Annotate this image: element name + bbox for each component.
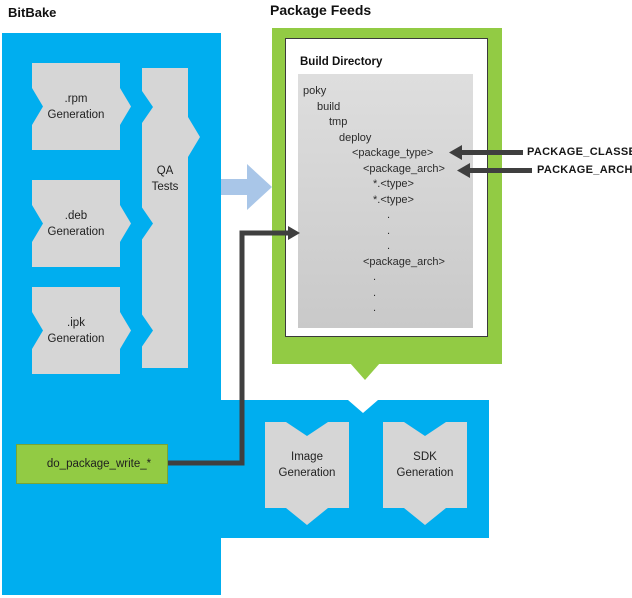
rpm-generation-line1: .rpm: [64, 92, 88, 105]
rpm-generation-line2: Generation: [47, 108, 105, 121]
directory-entry: poky: [303, 85, 327, 97]
directory-entry: <package_arch>: [363, 162, 445, 175]
qa-tests-line2: Tests: [151, 181, 179, 193]
directory-entry: deploy: [339, 131, 372, 144]
qa-tests-label: QA Tests: [142, 162, 188, 196]
directory-entry: .: [373, 302, 377, 314]
package-feeds-title: Package Feeds: [270, 2, 372, 18]
image-generation-line2: Generation: [278, 467, 336, 479]
flow-arrow-icon: [221, 164, 272, 210]
directory-entry: .: [387, 224, 391, 237]
directory-entry: *.<type>: [373, 193, 414, 206]
task-to-feed-arrow: [168, 230, 288, 466]
task-to-feed-arrowhead-icon: [288, 226, 300, 240]
ipk-generation-line1: .ipk: [67, 316, 85, 329]
rpm-generation-shape: [32, 63, 131, 150]
bitbake-title: BitBake: [8, 5, 57, 20]
build-directory-label: Build Directory: [300, 56, 383, 68]
directory-tree: poky build tmp deploy <package_type> <package…: [303, 84, 471, 317]
qa-tests-shape: [142, 68, 200, 368]
ipk-generation-line2: Generation: [47, 332, 105, 345]
directory-entry: <package_type>: [352, 147, 434, 159]
package-arch-arrowhead-icon: [457, 163, 470, 178]
directory-entry: build: [317, 100, 341, 113]
sdk-generation-line1: SDK: [413, 451, 437, 463]
deb-generation-label: .deb Generation: [32, 180, 120, 267]
qa-tests-line1: QA: [156, 165, 174, 177]
sdk-generation-line2: Generation: [396, 467, 454, 479]
image-generation-label: Image Generation: [265, 422, 349, 508]
directory-listing-panel: [298, 74, 473, 328]
image-generation-line1: Image: [291, 451, 323, 463]
package-feeds-down-tab: [350, 363, 380, 380]
do-package-write-box: do_package_write_*: [16, 444, 168, 484]
package-arch-label: PACKAGE_ARCH: [537, 164, 632, 176]
directory-entry: .: [373, 286, 377, 299]
package-classes-label: PACKAGE_CLASSES: [527, 146, 632, 158]
directory-entry: .: [387, 240, 391, 252]
ipk-generation-label: .ipk Generation: [32, 287, 120, 374]
do-package-write-label: do_package_write_*: [46, 458, 152, 470]
deb-generation-line1: .deb: [64, 209, 88, 222]
rpm-generation-label: .rpm Generation: [32, 63, 120, 150]
directory-entry: *.<type>: [373, 178, 414, 190]
directory-entry: tmp: [329, 116, 348, 128]
deb-generation-line2: Generation: [47, 225, 105, 238]
deb-generation-shape: [32, 180, 131, 267]
sdk-generation-label: SDK Generation: [383, 422, 467, 508]
image-generation-shape: [265, 422, 349, 525]
directory-entry: <package_arch>: [363, 255, 445, 268]
ipk-generation-shape: [32, 287, 131, 374]
directory-entry: .: [387, 209, 391, 221]
directory-entry: .: [373, 271, 377, 283]
sdk-generation-shape: [383, 422, 467, 525]
package-classes-arrowhead-icon: [449, 145, 462, 160]
